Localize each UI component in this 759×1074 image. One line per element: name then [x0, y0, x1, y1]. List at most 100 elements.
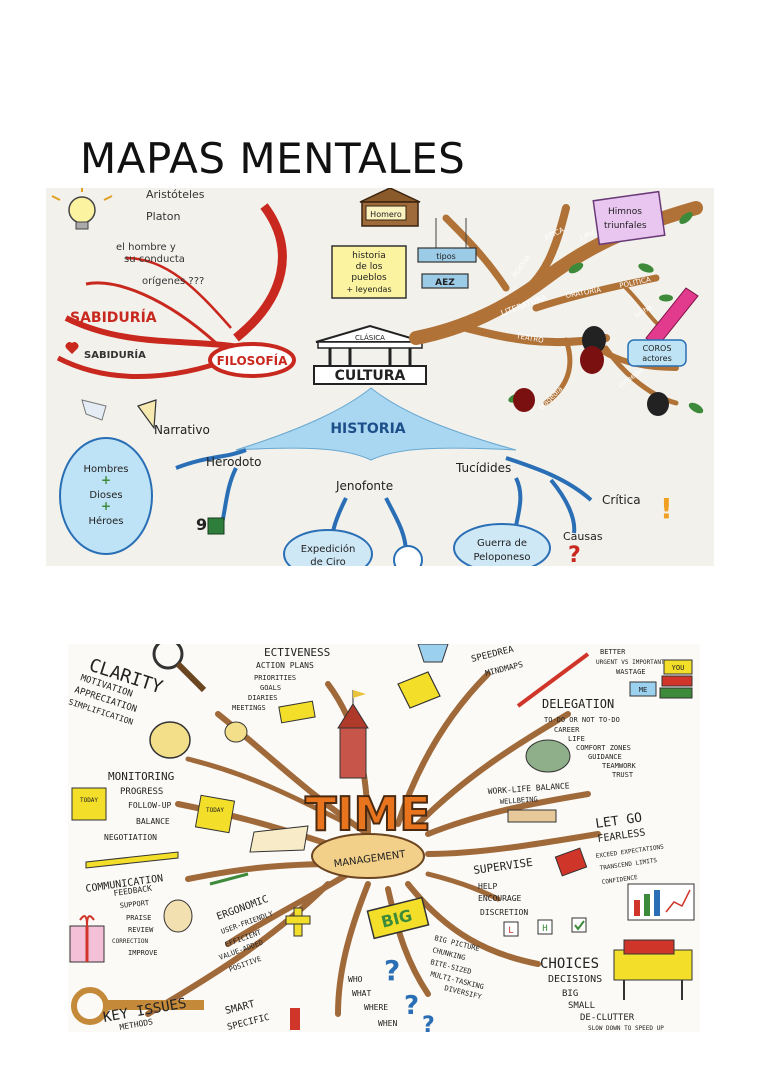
big-block-icon [366, 896, 430, 940]
books-stack-icon [629, 659, 693, 699]
label-todo: TO-DO OR NOT TO-DO [544, 716, 620, 724]
label-himnos-1: Himnos [608, 207, 642, 217]
red-tool-icon [290, 1008, 300, 1030]
label-let-go: LET GO [594, 811, 643, 832]
label-slow-down: SLOW DOWN TO SPEED UP [588, 1025, 664, 1032]
lhv-box-h [537, 919, 553, 935]
label-improve: IMPROVE [128, 949, 158, 957]
label-aristoteles: Aristóteles [146, 188, 205, 201]
label-encourage: ENCOURAGE [478, 894, 522, 903]
scroll-icon [592, 190, 666, 246]
label-praise: PRAISE [126, 914, 151, 922]
label-me: ME [639, 686, 647, 694]
label-himnos-2: triunfales [604, 221, 647, 231]
double-arrow-icon [209, 872, 249, 886]
label-expedicion-2: de Ciro [310, 557, 345, 566]
mind-map-2-drawing: TIME MANAGEMENT ECTIVENESS ACTION PLANS … [68, 644, 700, 1032]
temple-icon [313, 324, 427, 385]
gift-icon [69, 915, 105, 963]
red-book-icon [554, 847, 588, 877]
label-lhv-h: H [542, 924, 547, 934]
label-jenofonte: Jenofonte [335, 479, 393, 493]
label-delegation: DELEGATION [542, 697, 614, 711]
today-note-1 [71, 787, 107, 821]
label-heroes: Héroes [88, 515, 123, 527]
theatre-masks-icon [513, 326, 669, 416]
lhv-box-l [503, 921, 519, 937]
filosofia-badge: FILOSOFÍA [208, 342, 296, 378]
cat-icon [149, 721, 248, 759]
page-title: MAPAS MENTALES [80, 134, 466, 183]
label-pueblos-1: historia [352, 251, 386, 261]
label-small: SMALL [568, 1001, 595, 1011]
label-goals: GOALS [260, 684, 281, 692]
label-life: LIFE [568, 735, 585, 743]
table-cake-icon [613, 939, 693, 1000]
label-correction: CORRECTION [112, 938, 149, 945]
label-negotiation: NEGOTIATION [104, 833, 157, 842]
label-today-2: TODAY [206, 807, 224, 814]
label-action-plans: ACTION PLANS [256, 661, 314, 670]
check-icon [574, 920, 585, 931]
label-diaries: DIARIES [248, 694, 278, 702]
label-you: YOU [672, 664, 685, 672]
exclamation-icon: ! [660, 492, 673, 525]
label-career: CAREER [554, 726, 580, 734]
label-pueblos-4: + leyendas [346, 285, 391, 294]
label-wellbeing: WELLBEING [500, 795, 538, 806]
label-origenes: orígenes ??? [142, 275, 204, 287]
label-filosofia: FILOSOFÍA [217, 353, 289, 368]
yellow-pencil-icon [85, 851, 179, 869]
label-trust: TRUST [612, 771, 634, 779]
light-bulb-icon [51, 188, 113, 230]
label-follow-up: FOLLOW-UP [128, 801, 172, 810]
label-expedicion-1: Expedición [301, 543, 356, 555]
seesaw-icon [507, 809, 557, 823]
label-clasica: CLÁSICA [355, 333, 385, 342]
question-icon: ? [568, 543, 581, 566]
label-sabiduria-heart: SABIDURÍA [84, 348, 146, 361]
label-discretion: DISCRETION [480, 908, 528, 917]
label-big-2: BIG [562, 989, 578, 999]
label-platon: Platon [146, 210, 180, 223]
label-aez: AEZ [435, 278, 455, 288]
label-where: WHERE [364, 1003, 388, 1012]
label-plus-1: + [101, 473, 111, 487]
label-critica: Crítica [602, 493, 641, 507]
label-when: WHEN [378, 1019, 397, 1028]
label-lhv-l: L [508, 926, 513, 936]
label-teamwork: TEAMWORK [602, 762, 637, 770]
label-cultura: CULTURA [335, 368, 406, 384]
homero-house-icon [359, 188, 421, 227]
chart-board-icon [627, 883, 695, 921]
label-coros-1: COROS [643, 344, 672, 353]
time-branches [145, 671, 601, 1017]
label-pueblos-3: pueblos [351, 273, 387, 283]
today-note-2 [194, 794, 236, 834]
mind-map-1-drawing: Aristóteles Platon el hombre y su conduc… [46, 188, 714, 566]
label-nine: 9 [196, 515, 207, 534]
label-review: REVIEW [128, 926, 154, 934]
question-mark-2: ? [404, 991, 419, 1021]
label-guerra-2: Peloponeso [473, 552, 530, 563]
label-coros-2: actores [642, 354, 672, 363]
checkbox-icon [571, 917, 587, 933]
face-icon [163, 899, 193, 933]
swing-signs [417, 218, 477, 289]
label-plus-2: + [101, 499, 111, 513]
question-mark-3: ? [422, 1013, 435, 1032]
pueblos-card [331, 245, 407, 299]
label-priorities: PRIORITIES [254, 674, 296, 682]
label-hombres: Hombres [84, 464, 129, 475]
label-who: WHO [348, 975, 363, 984]
label-tucidides: Tucídides [455, 461, 511, 475]
label-comfort: COMFORT ZONES [576, 744, 631, 752]
label-progress: PROGRESS [120, 787, 163, 797]
label-effectiveness: ECTIVENESS [264, 646, 330, 659]
key-icon [71, 987, 204, 1025]
book-yellow-icon [278, 700, 316, 724]
coros-card [627, 339, 687, 367]
label-hombre: el hombre y [116, 242, 176, 253]
mind-map-cultura-clasica: Aristóteles Platon el hombre y su conduc… [46, 188, 714, 566]
label-homero: Homero [370, 210, 402, 219]
